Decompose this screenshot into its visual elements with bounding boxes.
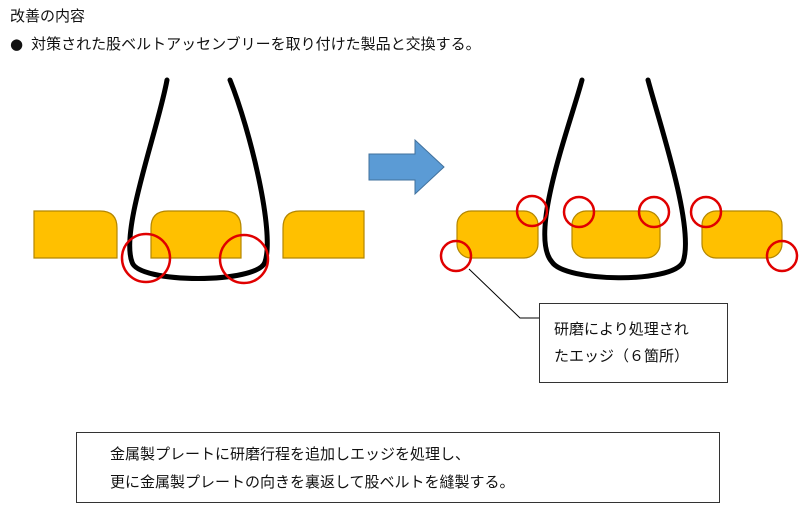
after-processed-edge-marker — [765, 239, 799, 273]
after-processed-edge-marker — [689, 195, 723, 229]
before-belt-loop — [127, 77, 270, 281]
before-plate-right — [282, 210, 365, 259]
bullet-statement: ● 対策された股ベルトアッセンブリーを取り付けた製品と交換する。 — [10, 34, 481, 54]
after-processed-edge-marker — [562, 195, 596, 229]
callout-line-2: たエッジ（６箇所） — [554, 347, 690, 365]
after-processed-edge-marker — [637, 195, 671, 229]
after-plate-left — [456, 210, 539, 259]
note-line-2: 更に金属製プレートの向きを裏返して股ベルトを縫製する。 — [110, 473, 515, 491]
note-line-1: 金属製プレートに研磨行程を追加しエッジを処理し、 — [110, 445, 471, 463]
after-plate-center — [571, 210, 661, 259]
before-sharp-edge-marker — [218, 233, 270, 285]
after-processed-edge-marker — [439, 239, 473, 273]
callout-line-1: 研磨により処理され — [554, 320, 689, 338]
bullet-icon: ● — [10, 35, 24, 53]
after-plate-right — [701, 210, 783, 259]
callout-box: 研磨により処理され たエッジ（６箇所） — [539, 303, 728, 383]
transition-arrow-icon — [368, 138, 445, 196]
after-processed-edge-marker — [515, 194, 549, 228]
after-illustration — [439, 77, 799, 319]
before-plate-left — [33, 210, 118, 259]
bullet-text: 対策された股ベルトアッセンブリーを取り付けた製品と交換する。 — [31, 35, 481, 53]
note-box: 金属製プレートに研磨行程を追加しエッジを処理し、 更に金属製プレートの向きを裏返… — [76, 432, 720, 503]
section-heading: 改善の内容 — [10, 7, 86, 25]
before-plate-center — [150, 210, 242, 259]
callout-leader-line — [468, 268, 539, 319]
before-sharp-edge-marker — [120, 232, 172, 284]
before-illustration — [33, 77, 365, 285]
after-belt-loop — [542, 77, 688, 281]
